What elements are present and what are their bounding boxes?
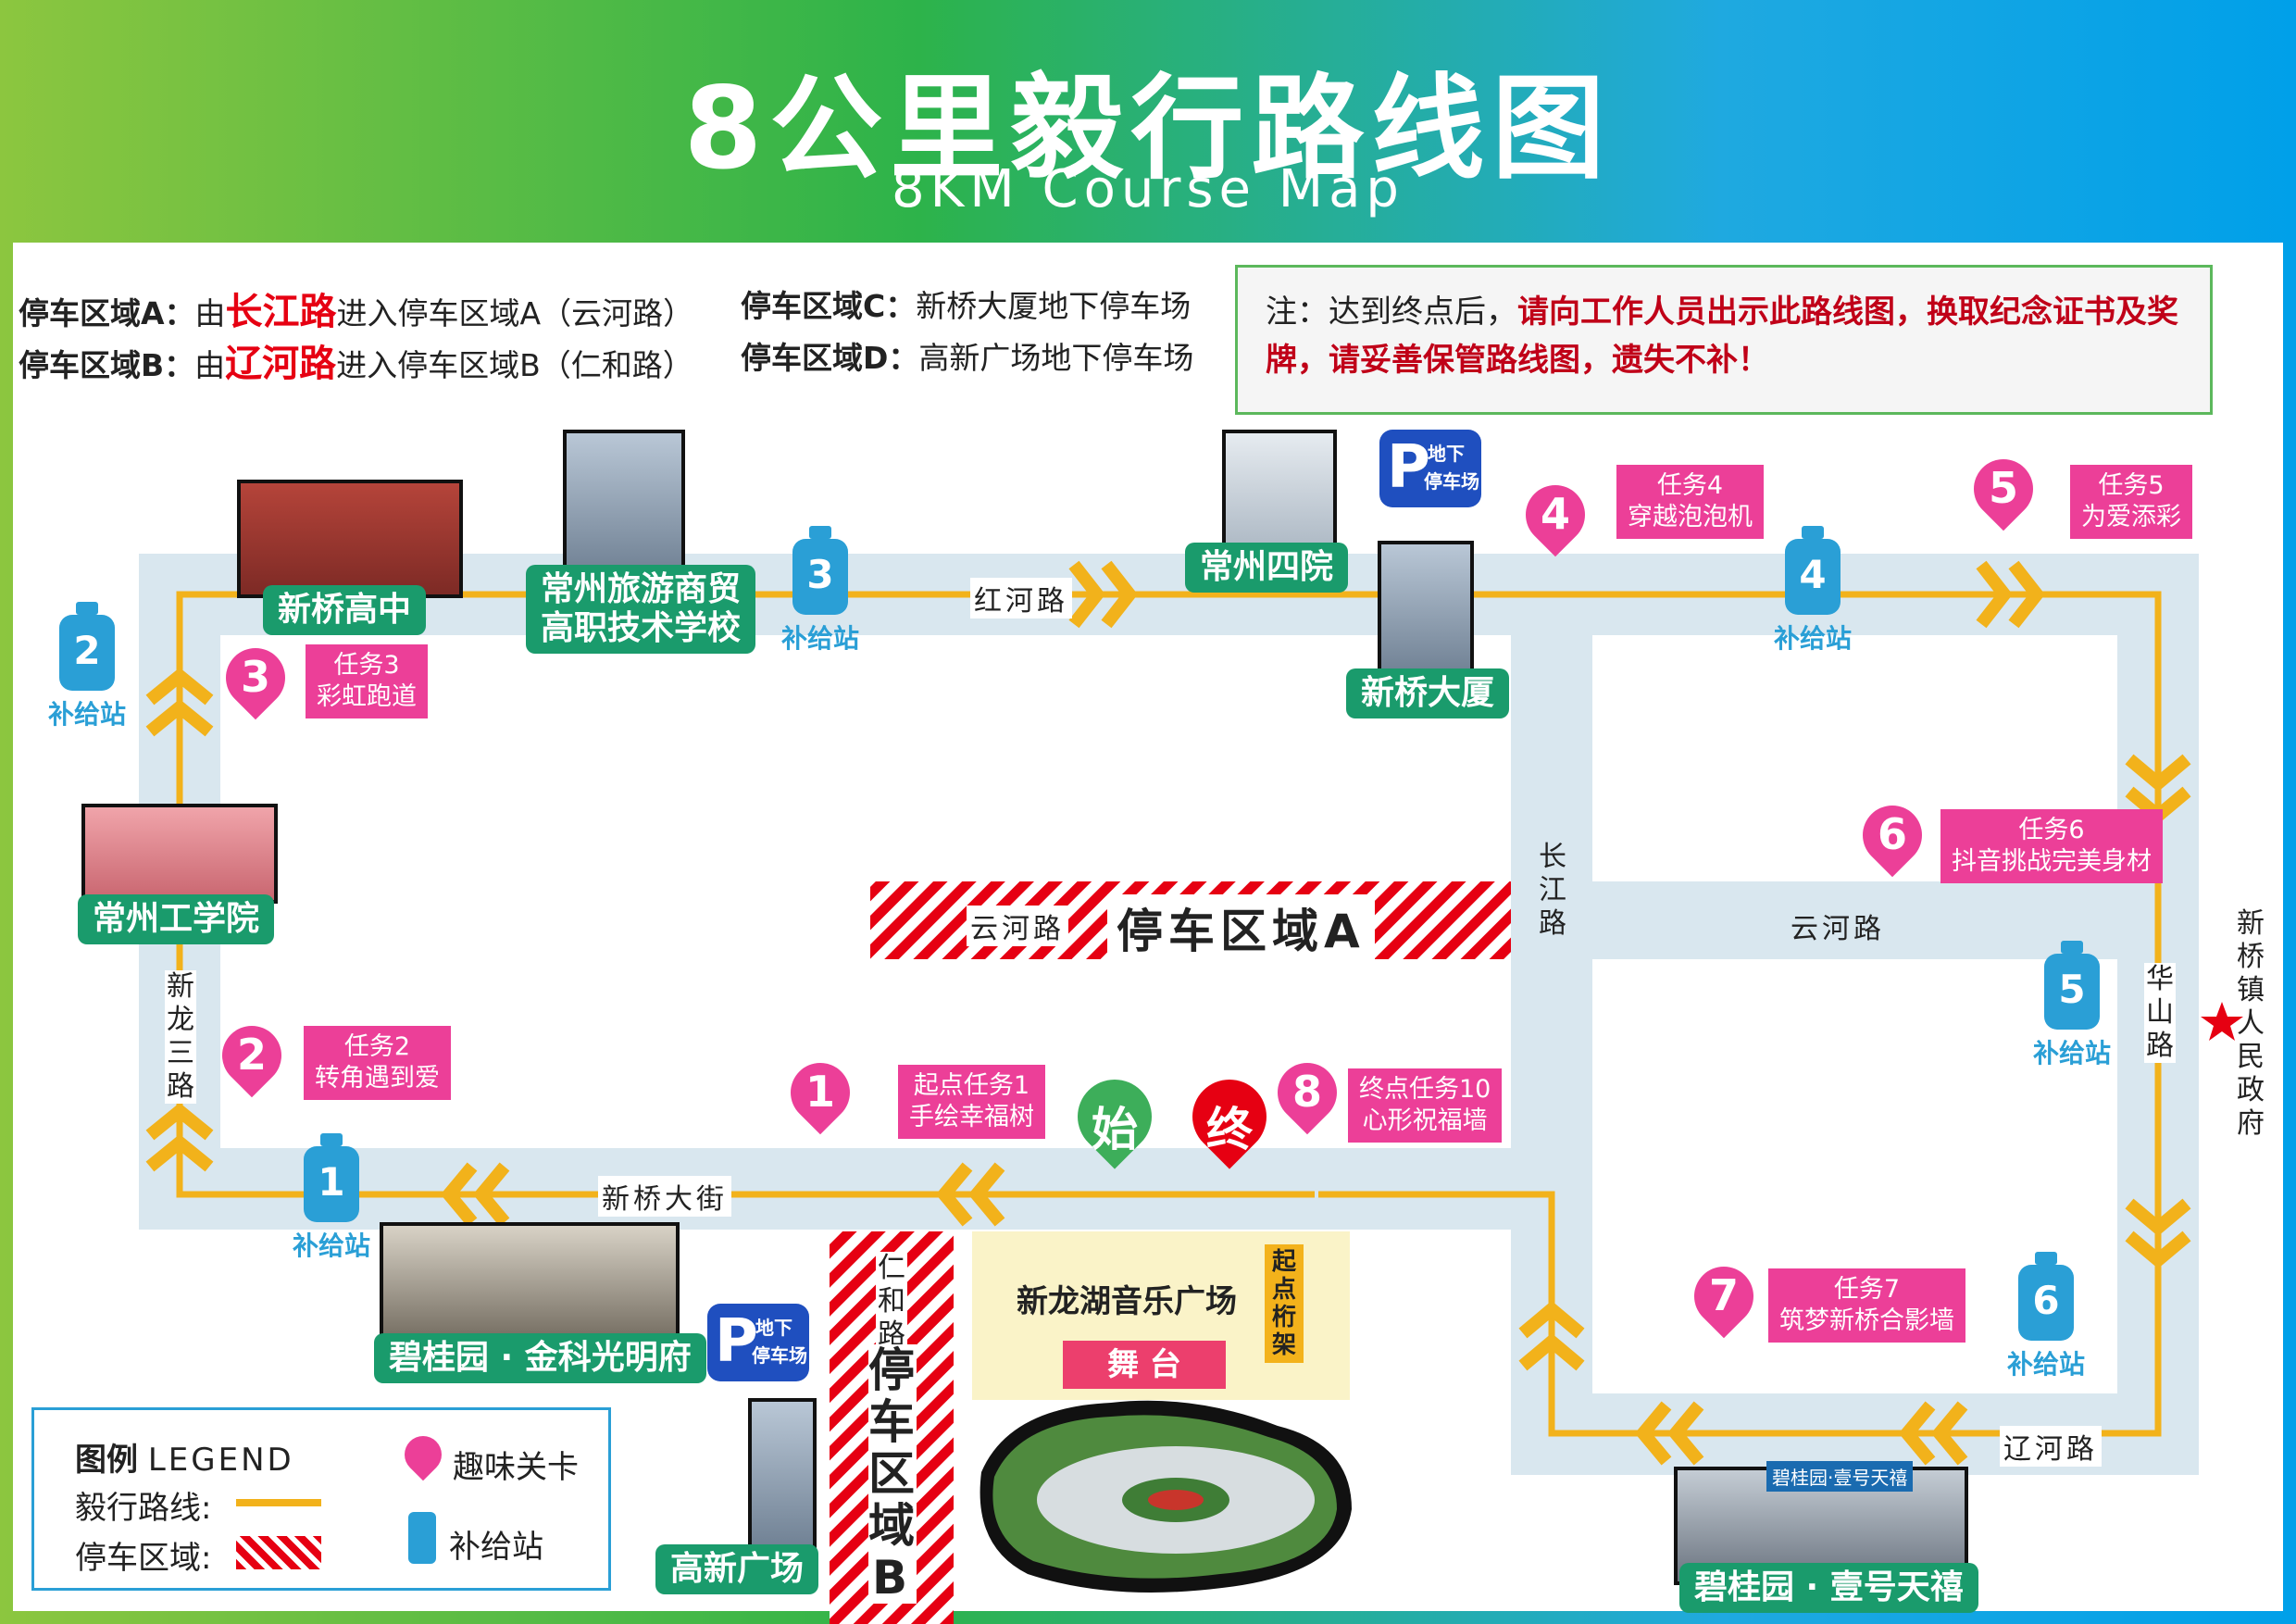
supply-label: 补给站 <box>293 1230 371 1261</box>
label-gaoxin-plaza: 高新广场 <box>655 1544 819 1594</box>
supply-number: 4 <box>1799 552 1827 597</box>
water-bottle-icon: 6 <box>2018 1252 2074 1341</box>
page-title: 8公里毅行路线图 <box>683 63 1613 194</box>
parking-icon: P <box>715 1307 758 1376</box>
label-xinqiao-tower: 新桥大厦 <box>1346 668 1510 718</box>
water-bottle-icon: 5 <box>2044 941 2100 1030</box>
start-label: 始 <box>1092 1103 1138 1156</box>
start-truss: 起点桁架 <box>1265 1244 1304 1363</box>
label-yihao: 碧桂园 · 壹号天禧 <box>1679 1563 1978 1613</box>
road-xinlong3: 新龙三路 <box>165 970 196 1104</box>
supply-label: 补给站 <box>2007 1349 2086 1380</box>
road-yunhe-right: 云河路 <box>1791 913 1885 945</box>
task-number: 6 <box>1877 809 1907 859</box>
label-jinke: 碧桂园 · 金科光明府 <box>374 1333 706 1383</box>
legend-task-label: 趣味关卡 <box>453 1449 579 1486</box>
legend-parking-swatch <box>236 1536 321 1569</box>
water-bottle-icon: 4 <box>1785 526 1841 615</box>
parking-info-a: 停车区域A：由长江路进入停车区域A（云河路） <box>19 291 694 333</box>
task-number: 8 <box>1292 1067 1322 1117</box>
parking-info-d: 停车区域D：高新广场地下停车场 <box>741 340 1194 376</box>
legend: 图例 LEGEND 毅行路线: 停车区域: 趣味关卡 补给站 <box>31 1407 611 1591</box>
road-liaohe: 辽河路 <box>2000 1426 2102 1467</box>
road-huashan: 华山路 <box>2144 963 2176 1063</box>
supply-number: 6 <box>2032 1278 2060 1323</box>
task-number: 5 <box>1988 463 2018 513</box>
end-label: 终 <box>1206 1103 1253 1156</box>
task-number: 2 <box>236 1030 267 1080</box>
legend-title: 图例 LEGEND <box>75 1442 294 1479</box>
xinqiao-high-photo <box>237 480 463 598</box>
parking-zone-a-label: 停车区域A <box>1107 894 1375 961</box>
stage-label: 舞 台 <box>1063 1341 1226 1389</box>
jinke-photo <box>380 1222 680 1337</box>
supply-label: 补给站 <box>1774 623 1853 654</box>
legend-supply-icon <box>408 1512 436 1564</box>
underground-parking-d: P 地下 停车场 <box>707 1304 809 1381</box>
label-tourism-school: 常州旅游商贸高职技术学校 <box>526 565 756 654</box>
road-xinqiao-st: 新桥大街 <box>598 1176 731 1217</box>
label-xinqiao-high: 新桥高中 <box>263 585 427 635</box>
label-hospital: 常州四院 <box>1185 543 1349 593</box>
label-institute: 常州工学院 <box>78 894 275 944</box>
institute-photo <box>81 804 278 904</box>
task-number: 3 <box>240 652 270 702</box>
underground-parking-c: P 地下 停车场 <box>1379 430 1481 507</box>
government-star <box>2201 1002 2243 1041</box>
tourism-school-photo <box>563 430 685 580</box>
supply-number: 5 <box>2058 967 2086 1012</box>
water-bottle-icon: 3 <box>792 526 848 615</box>
supply-number: 1 <box>318 1159 345 1205</box>
task-number: 7 <box>1708 1270 1739 1320</box>
legend-route-label: 毅行路线: <box>75 1490 212 1527</box>
yihao-sign: 碧桂园·壹号天禧 <box>1766 1461 1914 1492</box>
task-number: 1 <box>805 1067 835 1117</box>
hospital-photo <box>1222 430 1337 559</box>
page-subtitle: 8KM Course Map <box>892 159 1404 219</box>
supply-number: 3 <box>806 552 834 597</box>
water-bottle-icon: 1 <box>304 1133 359 1222</box>
supply-number: 2 <box>73 628 101 673</box>
xinqiao-tower-photo <box>1378 541 1474 680</box>
supply-label: 补给站 <box>781 623 860 654</box>
legend-parking-label: 停车区域: <box>75 1540 212 1577</box>
supply-label: 补给站 <box>48 699 127 730</box>
legend-route-swatch <box>236 1499 321 1506</box>
legend-supply-label: 补给站 <box>449 1529 543 1566</box>
finish-notice: 注：达到终点后，请向工作人员出示此路线图，换取纪念证书及奖牌，请妥善保管路线图，… <box>1235 265 2213 415</box>
water-bottle-icon: 2 <box>59 602 115 691</box>
lake-image <box>980 1400 1352 1593</box>
parking-zone-b-label: 停车区域B <box>868 1343 920 1605</box>
government-label: 新桥镇人民政府 <box>2237 907 2265 1140</box>
task-number: 4 <box>1540 489 1570 539</box>
parking-info-b: 停车区域B：由辽河路进入停车区域B（仁和路） <box>19 343 693 385</box>
road-changjiang: 长江路 <box>1539 841 1566 940</box>
gaoxin-plaza-photo <box>748 1398 817 1554</box>
supply-label: 补给站 <box>2033 1038 2112 1068</box>
parking-icon: P <box>1387 433 1430 502</box>
music-plaza-name: 新龙湖音乐广场 <box>1017 1283 1237 1320</box>
parking-info-c: 停车区域C：新桥大厦地下停车场 <box>741 288 1192 324</box>
road-renhe: 仁和路 <box>876 1252 907 1352</box>
road-honghe: 红河路 <box>970 578 1072 618</box>
road-yunhe-left: 云河路 <box>967 906 1068 946</box>
legend-task-icon <box>396 1428 450 1481</box>
